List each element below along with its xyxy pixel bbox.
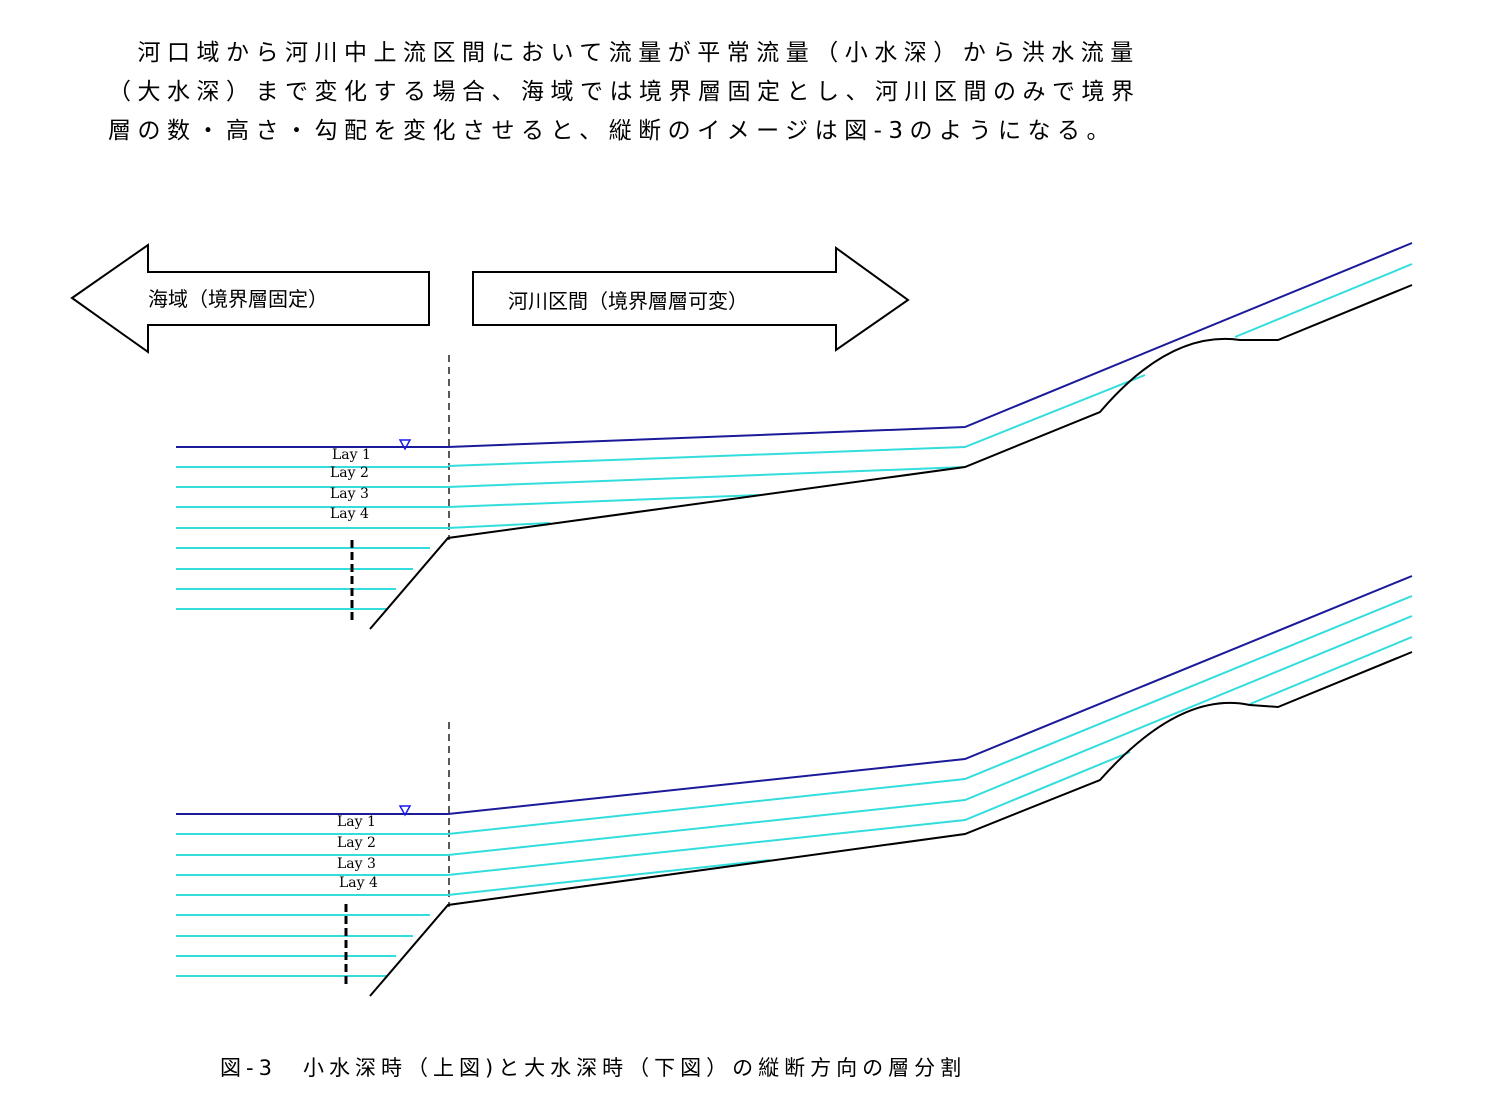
paragraph-line: 層の数・高さ・勾配を変化させると、縦断のイメージは図-3のようになる。 bbox=[108, 118, 1117, 144]
water-level-icon bbox=[398, 805, 412, 817]
river-section-label: 河川区間（境界層層可変） bbox=[508, 289, 748, 313]
bottom-diagram: Lay 1 Lay 2 Lay 3 Lay 4 bbox=[176, 575, 1413, 997]
sea-area-label: 海域（境界層固定） bbox=[148, 287, 328, 311]
layer-label: Lay 4 bbox=[339, 875, 378, 891]
layer-label: Lay 2 bbox=[330, 465, 369, 481]
layer-label: Lay 2 bbox=[337, 835, 376, 851]
top-diagram: Lay 1 Lay 2 Lay 3 Lay 4 bbox=[176, 242, 1413, 630]
figure-caption: 図-3 小水深時（上図)と大水深時（下図）の縦断方向の層分割 bbox=[220, 1056, 967, 1080]
layer-label: Lay 3 bbox=[337, 856, 376, 872]
layer-label: Lay 1 bbox=[337, 814, 376, 830]
layer-label: Lay 4 bbox=[330, 506, 369, 522]
body-paragraph: 河口域から河川中上流区間において流量が平常流量（小水深）から洪水流量 （大水深）… bbox=[108, 34, 1358, 151]
layer-label: Lay 3 bbox=[330, 486, 369, 502]
water-level-icon bbox=[398, 439, 412, 451]
sea-area-arrow bbox=[70, 243, 430, 354]
paragraph-line: 河口域から河川中上流区間において流量が平常流量（小水深）から洪水流量 bbox=[108, 40, 1140, 66]
layer-label: Lay 1 bbox=[332, 447, 371, 463]
river-section-arrow bbox=[472, 246, 910, 352]
paragraph-line: （大水深）まで変化する場合、海域では境界層固定とし、河川区間のみで境界 bbox=[108, 79, 1141, 105]
